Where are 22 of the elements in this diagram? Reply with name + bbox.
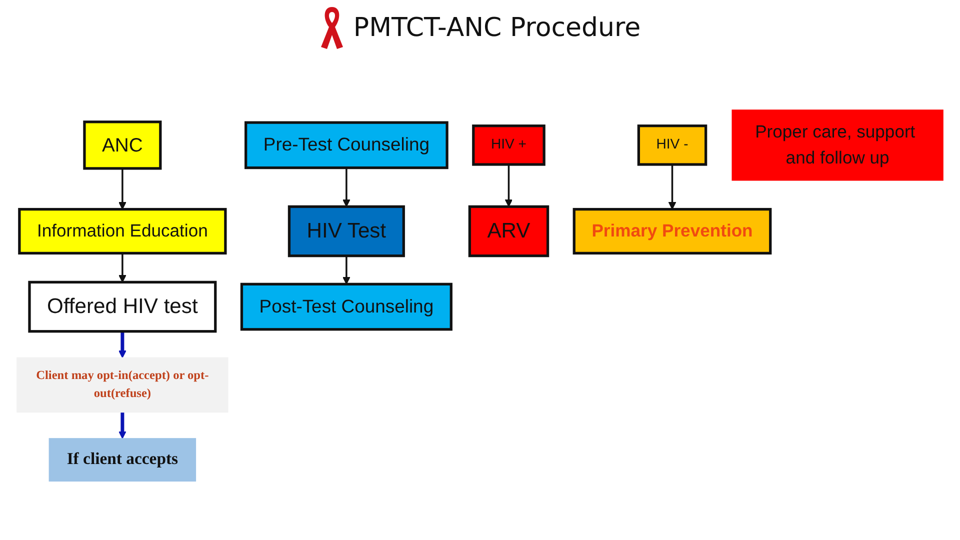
node-box: ANC [83, 120, 162, 170]
node-box: Client may opt-in(accept) or opt-out(refuse) [16, 358, 228, 414]
arrow [342, 168, 350, 208]
node-box: Offered HIV test [28, 281, 217, 334]
node-box: ARV [468, 206, 550, 258]
node-box: Information Education [18, 208, 227, 255]
arrow [118, 412, 126, 440]
arrow [342, 256, 350, 285]
arrow [118, 332, 126, 358]
node-box: Proper care, support and follow up [732, 110, 944, 182]
arrow [118, 168, 126, 210]
diagram-title: PMTCT-ANC Procedure [353, 13, 641, 43]
node-box: Post-Test Counseling [240, 283, 452, 332]
node-box: HIV - [637, 124, 708, 166]
arrow [118, 254, 126, 283]
node-box: Pre-Test Counseling [244, 122, 448, 170]
arrow [668, 164, 676, 210]
node-box: If client accepts [48, 438, 196, 482]
arrow [504, 164, 513, 208]
node-box: HIV + [472, 124, 546, 166]
node-box: HIV Test [288, 206, 405, 258]
node-box: Primary Prevention [572, 208, 772, 255]
